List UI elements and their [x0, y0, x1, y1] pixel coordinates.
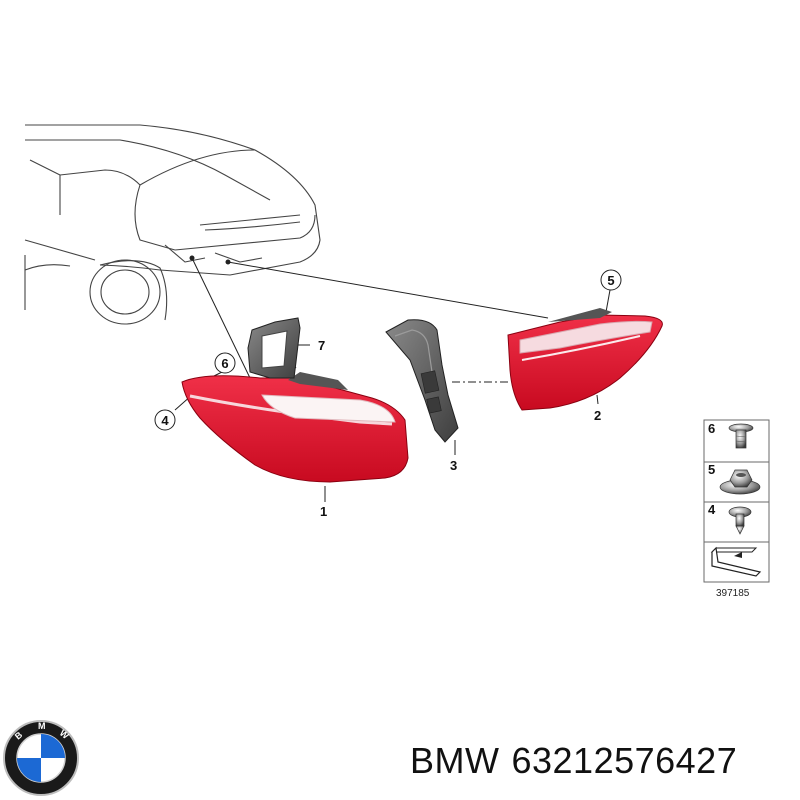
callout-6: 6	[214, 352, 236, 374]
legend-number-6: 6	[708, 421, 715, 436]
part-caption: BMW 63212576427	[410, 740, 749, 782]
svg-text:6: 6	[221, 356, 228, 371]
screw-icon	[728, 506, 752, 535]
fastener-legend: 6 5 4 397185	[703, 419, 770, 599]
inner-tail-lamp	[507, 308, 663, 411]
bmw-logo: B M W	[3, 720, 79, 796]
reference-code: 397185	[716, 588, 750, 599]
brand-name: BMW	[410, 740, 500, 781]
svg-text:4: 4	[161, 413, 169, 428]
logo-letter: B	[13, 729, 25, 741]
nut-icon	[719, 469, 761, 495]
lamp-bracket	[385, 319, 459, 443]
logo-letter: M	[38, 721, 46, 731]
pointer-dot	[189, 255, 195, 261]
legend-number-5: 5	[708, 462, 715, 477]
callout-1: 1	[320, 504, 327, 519]
pointer-dot	[225, 259, 231, 265]
car-rear-outline	[24, 124, 321, 325]
part-number: 63212576427	[511, 740, 738, 781]
callout-2: 2	[594, 408, 601, 423]
svg-text:5: 5	[607, 273, 614, 288]
reference-frame-icon	[710, 546, 762, 577]
callout-5: 5	[600, 269, 622, 291]
lamp-gasket	[247, 317, 301, 379]
outer-tail-lamp	[181, 372, 409, 483]
bolt-icon	[728, 423, 754, 449]
callout-7: 7	[318, 338, 325, 353]
callout-4: 4	[154, 409, 176, 431]
legend-number-4: 4	[708, 502, 716, 517]
callout-3: 3	[450, 458, 457, 473]
